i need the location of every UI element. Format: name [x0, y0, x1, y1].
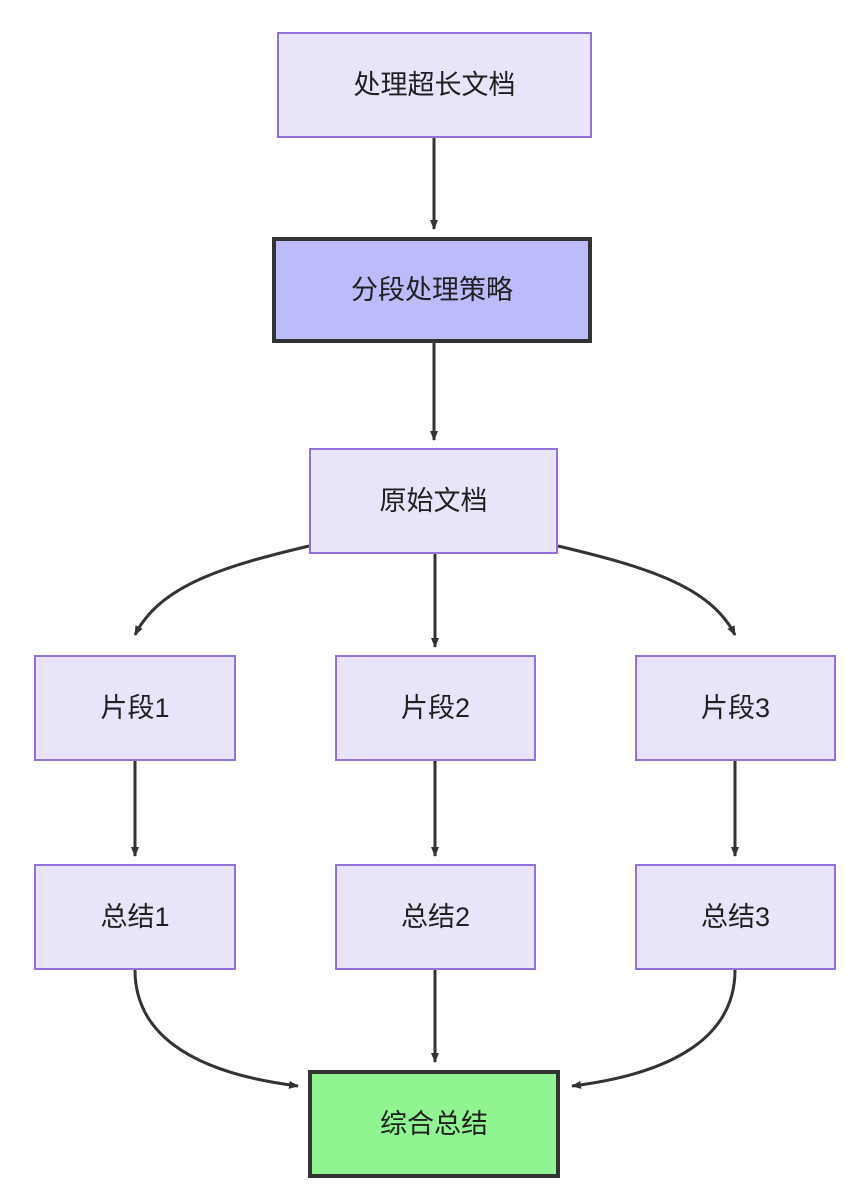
node-comprehensive-summary[interactable]: 综合总结 [308, 1070, 560, 1178]
node-original-document[interactable]: 原始文档 [309, 448, 558, 554]
node-label: 分段处理策略 [351, 274, 513, 305]
node-label: 总结3 [700, 901, 771, 932]
edge-n3-n4 [133, 544, 310, 636]
node-label: 处理超长文档 [353, 69, 516, 100]
node-fragment-2[interactable]: 片段2 [335, 655, 536, 761]
node-summary-2[interactable]: 总结2 [335, 864, 536, 970]
edge-n3-n6 [557, 544, 737, 636]
node-fragment-3[interactable]: 片段3 [635, 655, 836, 761]
node-process-long-document[interactable]: 处理超长文档 [277, 32, 592, 138]
node-label: 综合总结 [380, 1108, 488, 1139]
node-label: 片段2 [400, 692, 471, 723]
node-label: 总结1 [100, 901, 170, 932]
node-label: 片段3 [700, 692, 771, 723]
edge-n9-n10 [571, 969, 737, 1089]
node-summary-3[interactable]: 总结3 [635, 864, 836, 970]
node-fragment-1[interactable]: 片段1 [34, 655, 236, 761]
node-chunking-strategy[interactable]: 分段处理策略 [272, 237, 592, 343]
node-label: 总结2 [400, 901, 471, 932]
node-label: 原始文档 [379, 485, 488, 516]
node-label: 片段1 [100, 692, 170, 723]
edge-n7-n10 [133, 969, 299, 1089]
node-summary-1[interactable]: 总结1 [34, 864, 236, 970]
